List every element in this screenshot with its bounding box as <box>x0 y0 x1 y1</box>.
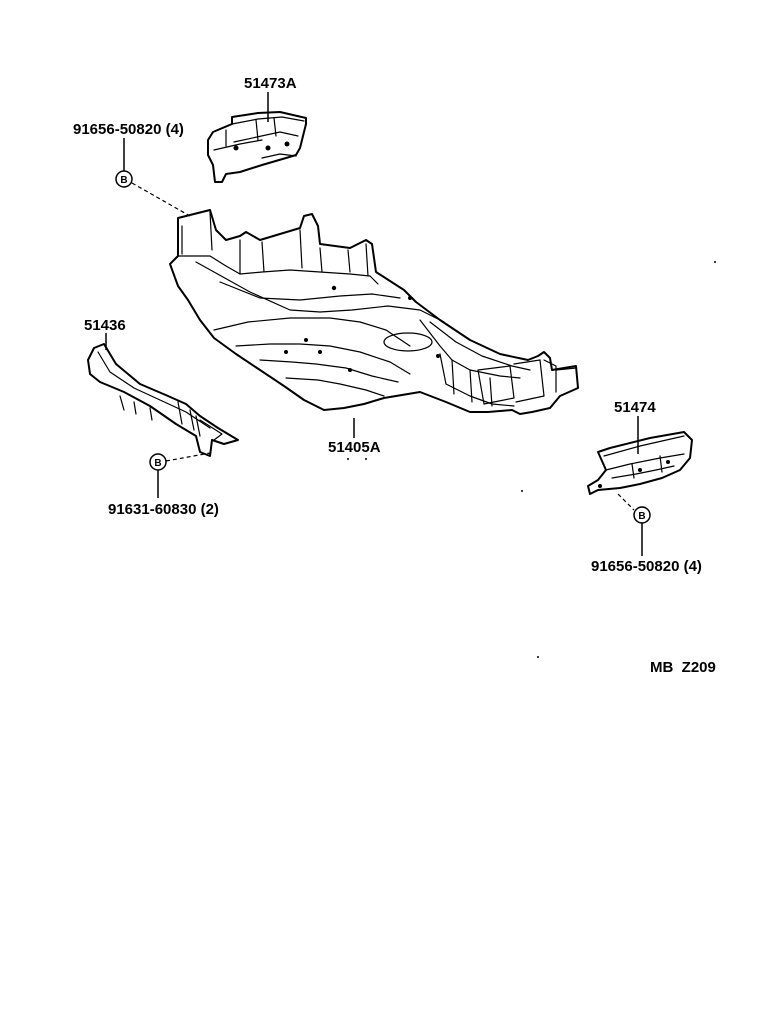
bolt-right-marker: B <box>633 506 651 524</box>
dashed-fastener-lines <box>131 182 635 511</box>
label-bolt-top: 91656-50820 (4) <box>73 121 184 138</box>
under-tray-51405a <box>169 209 579 415</box>
bracket-51473a <box>207 111 307 183</box>
leader-lines <box>105 92 643 556</box>
figure-code: MB Z209 <box>650 659 716 676</box>
svg-text:B: B <box>638 511 645 522</box>
bolt-left-marker: B <box>149 453 167 471</box>
label-bolt-left: 91631-60830 (2) <box>108 501 219 518</box>
label-51473a: 51473A <box>244 75 297 92</box>
label-bolt-right: 91656-50820 (4) <box>591 558 702 575</box>
svg-text:B: B <box>120 175 127 186</box>
bracket-51436 <box>87 343 239 457</box>
label-51436: 51436 <box>84 317 126 334</box>
label-51474: 51474 <box>614 399 656 416</box>
svg-text:B: B <box>154 458 161 469</box>
bolt-top-marker: B <box>115 170 133 188</box>
label-51405a: 51405A <box>328 439 381 456</box>
bracket-51474 <box>587 431 693 495</box>
